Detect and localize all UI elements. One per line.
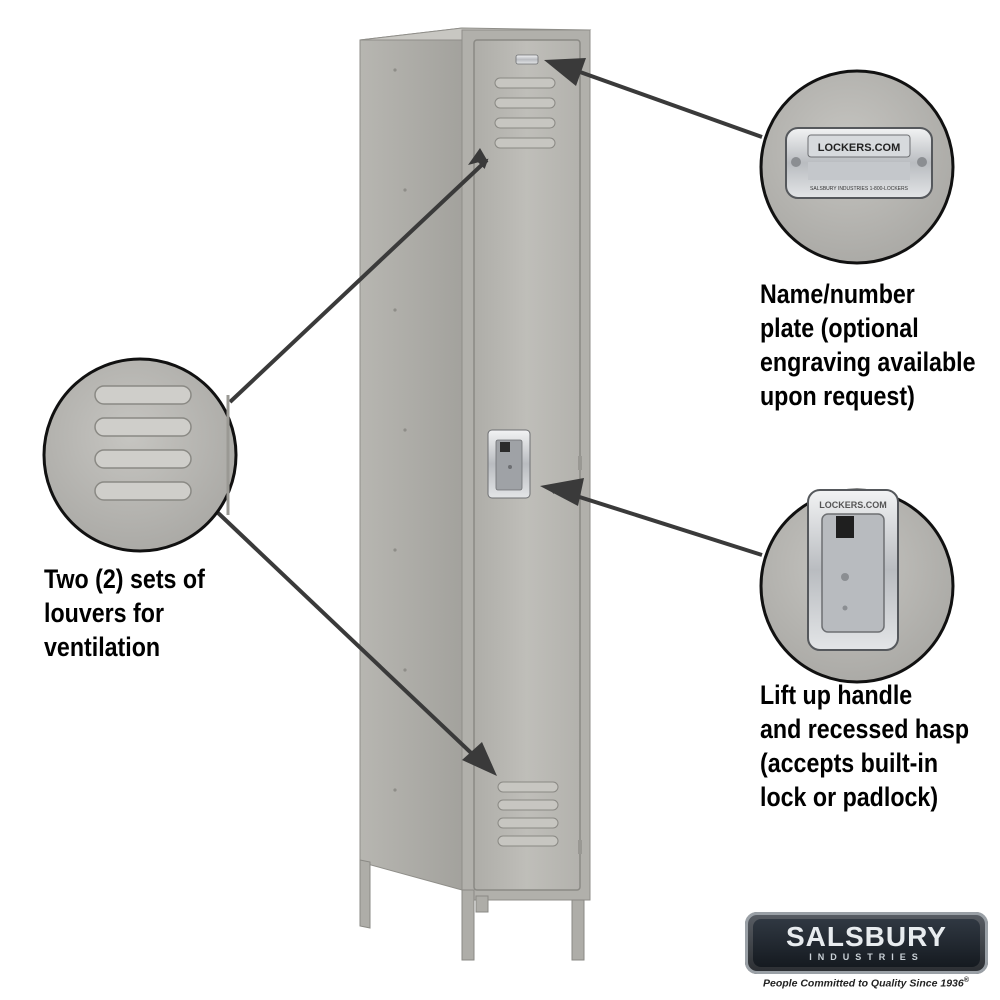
door-louvers-top [494,77,556,149]
door-louvers-bottom [497,781,559,847]
handle-caption-line: lock or padlock) [760,782,939,812]
louvers-caption-line: ventilation [44,632,161,662]
salsbury-logo-panel: SALSBURY INDUSTRIES [753,919,980,967]
door-name-plate [515,54,539,65]
salsbury-logo: SALSBURY INDUSTRIES [745,912,988,974]
registered-mark: ® [963,977,969,984]
arrow-to-handle [546,484,763,557]
arrow-heads [462,58,586,776]
locker-side-panel [359,27,463,891]
louvers-caption-line: louvers for [44,598,165,628]
door-hinge-upper [578,456,582,470]
nameplate-caption: Name/number plate (optional engraving av… [760,277,976,413]
nameplate-caption-line: upon request) [760,381,915,411]
louvers-caption-line: Two (2) sets of [44,564,205,594]
side-rivets [393,68,407,792]
door-handle [487,429,531,499]
louvers-detail-circle [42,357,238,553]
arrow-to-bottom-louvers [213,508,489,770]
logo-wordmark: SALSBURY [786,921,947,952]
nameplate-detail-circle [759,69,955,265]
logo-subtitle: INDUSTRIES [809,952,924,962]
handle-detail-lock-tab [836,516,854,538]
callout-arrows [213,59,763,770]
nameplate-caption-line: Name/number [760,279,915,309]
handle-caption-line: (accepts built-in [760,748,939,778]
louvers-caption: Two (2) sets of louvers for ventilation [44,562,205,664]
nameplate-caption-line: engraving available [760,347,976,377]
handle-caption-line: Lift up handle [760,680,913,710]
louvers-detail-slots [94,385,192,501]
nameplate-caption-line: plate (optional [760,313,919,343]
nameplate-detail-subtext: SALSBURY INDUSTRIES 1-800-LOCKERS [810,186,909,192]
arrow-to-top-louvers [228,158,489,404]
handle-caption-line: and recessed hasp [760,714,970,744]
handle-detail-circle [759,488,955,684]
arrow-to-name-plate [550,59,763,139]
handle-detail-brand: LOCKERS.COM [819,500,887,510]
door-hinge-lower [578,840,582,854]
nameplate-detail-brand: LOCKERS.COM [818,142,901,154]
locker-legs [359,859,585,961]
brand-tagline: People Committed to Quality Since 1936® [763,977,969,990]
brand-tagline-text: People Committed to Quality Since 1936 [763,977,964,990]
handle-caption: Lift up handle and recessed hasp (accept… [760,678,969,814]
